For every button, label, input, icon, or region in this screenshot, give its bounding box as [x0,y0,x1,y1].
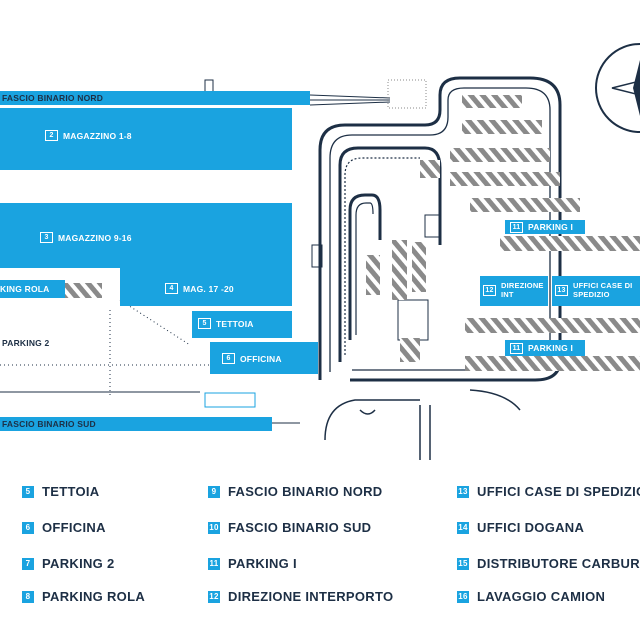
mag-17-20-block [120,266,292,306]
fascio-binario-nord-label: FASCIO BINARIO NORD [2,93,104,103]
magazzino-1-8-block [0,108,292,170]
fascio-binario-sud-label: FASCIO BINARIO SUD [2,419,96,429]
compass-rose [595,43,640,133]
officina-block [210,342,318,374]
direzione-block [480,276,548,306]
rail-terminal-area [387,79,427,109]
rail-lines [0,79,391,424]
ring-road [311,76,562,460]
parking-rola-label: KING ROLA [0,284,50,294]
parking-2-label: PARKING 2 [2,338,50,348]
fascio-binario-nord-block [0,91,310,105]
parking-1-bottom-block [505,340,585,356]
uffici-block [552,276,640,306]
map-lines [0,43,640,460]
tettoia-block [192,311,292,338]
parking-1-top-block [505,220,585,234]
parking-stripes [62,95,640,371]
magazzino-9-16-block [0,203,292,268]
fascio-binario-sud-block [0,417,272,431]
parking-rola-block [0,280,65,298]
